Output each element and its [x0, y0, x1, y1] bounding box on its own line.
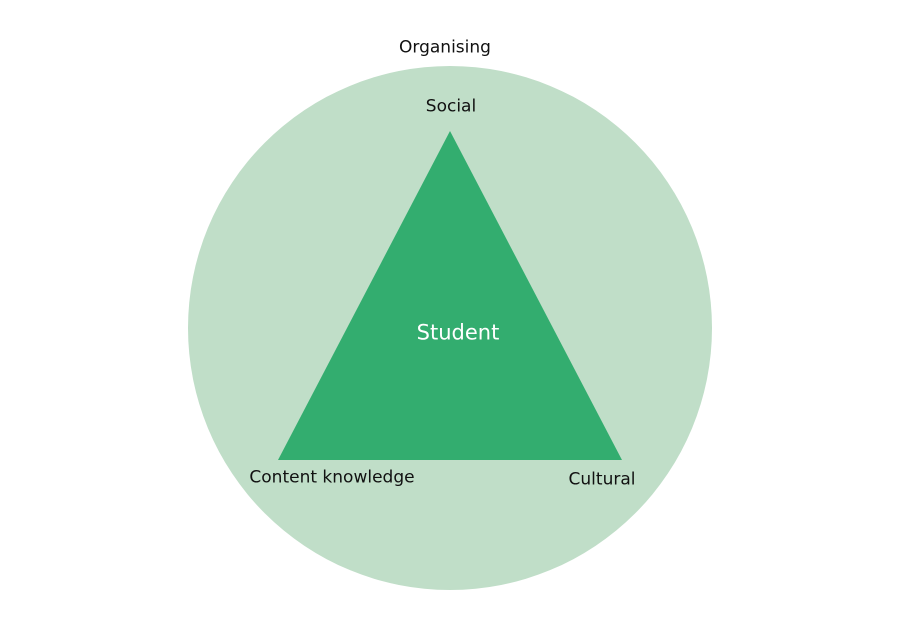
content-knowledge-vertex-label: Content knowledge: [249, 467, 415, 488]
cultural-vertex-label: Cultural: [568, 469, 636, 490]
student-center-label: Student: [416, 320, 500, 345]
social-vertex-label: Social: [425, 96, 477, 117]
student-triangle: [278, 131, 622, 460]
organising-label: Organising: [399, 37, 491, 58]
